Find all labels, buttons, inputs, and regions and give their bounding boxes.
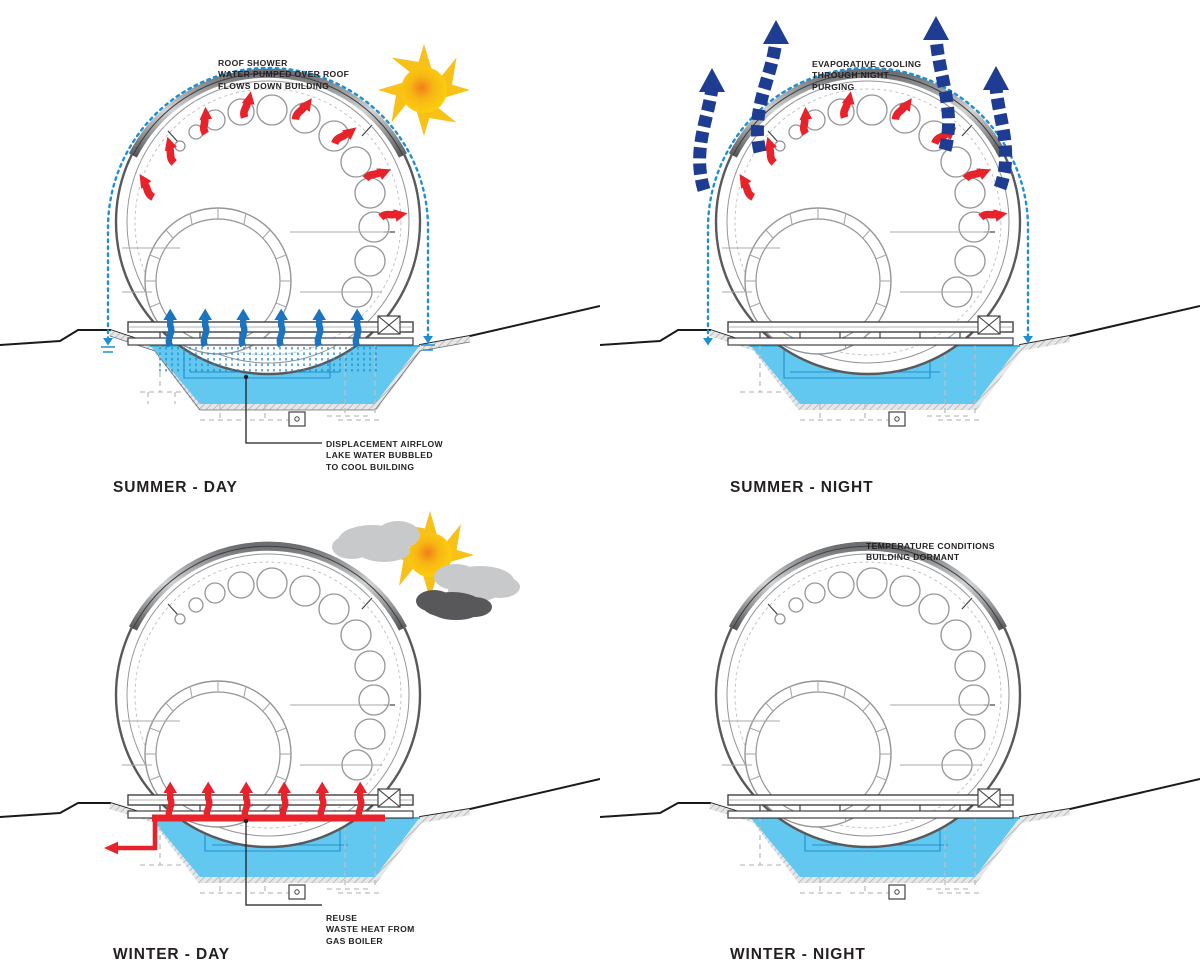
sun-icon — [378, 44, 470, 136]
night-purge-arrows — [693, 35, 1013, 192]
foundation-dashed-winter-night — [740, 817, 982, 894]
panel-summer-night — [600, 0, 1200, 486]
mechanical-box-summer-day — [288, 411, 306, 427]
panel-summer-day — [0, 0, 600, 486]
mechanical-box-summer-night — [888, 411, 906, 427]
callout-line2: THROUGH NIGHT — [812, 70, 890, 81]
foundation-dashed-summer-night — [740, 345, 982, 421]
callout-line3: GAS BOILER — [326, 935, 383, 946]
callout-temperature-conditions: TEMPERATURE CONDITIONS BUILDING DORMANT — [866, 541, 995, 564]
callout-line2: WASTE HEAT FROM — [326, 924, 415, 935]
mechanical-box-winter-night — [888, 884, 906, 900]
callout-line3: FLOWS DOWN BUILDING — [218, 80, 330, 91]
callout-line2: LAKE WATER BUBBLED — [326, 450, 433, 461]
callout-reuse-waste-heat: REUSE WASTE HEAT FROM GAS BOILER — [326, 913, 415, 947]
panel-title-summer-day: SUMMER - DAY — [113, 479, 238, 496]
floor-deck-summer-night — [727, 315, 1014, 346]
foundation-dashed-summer-day — [140, 345, 382, 421]
callout-line3: PURGING — [812, 81, 855, 92]
leader-displacement — [243, 374, 322, 444]
sun-behind-clouds-icon — [332, 511, 520, 620]
floor-deck-summer-day — [127, 315, 414, 346]
callout-heading: TEMPERATURE CONDITIONS — [866, 541, 995, 551]
callout-heading: ROOF SHOWER — [218, 58, 288, 68]
cloud-dark-icon — [416, 590, 492, 620]
panel-winter-day — [0, 487, 600, 973]
panel-title-winter-night: WINTER - NIGHT — [730, 946, 866, 963]
night-purge-arrowheads — [699, 16, 1009, 92]
cloud-light-front-icon — [434, 564, 520, 602]
shower-splash-marks — [101, 344, 435, 353]
sun-core-icon — [408, 533, 452, 577]
building-section-winter-day — [114, 541, 422, 849]
callout-heading: DISPLACEMENT AIRFLOW — [326, 439, 443, 449]
building-section-summer-day — [114, 68, 422, 376]
callout-evaporative-cooling: EVAPORATIVE COOLING THROUGH NIGHT PURGIN… — [812, 59, 921, 93]
shower-drop-left — [703, 338, 713, 346]
callout-heading: REUSE — [326, 913, 358, 923]
cloud-light-back-icon — [332, 521, 420, 562]
panel-title-winter-day: WINTER - DAY — [113, 946, 231, 963]
mechanical-box-winter-day — [288, 884, 306, 900]
callout-displacement-airflow: DISPLACEMENT AIRFLOW LAKE WATER BUBBLED … — [326, 439, 443, 473]
foundation-dashed-winter-day — [140, 817, 382, 894]
floor-deck-winter-night — [727, 788, 1014, 819]
panel-winter-night — [600, 487, 1200, 973]
callout-line2: WATER PUMPED OVER ROOF — [218, 69, 350, 80]
shower-drop-left — [103, 338, 113, 346]
callout-line2: BUILDING DORMANT — [866, 552, 960, 563]
callout-heading: EVAPORATIVE COOLING — [812, 59, 922, 69]
building-section-winter-night — [714, 541, 1022, 849]
callout-line3: TO COOL BUILDING — [326, 461, 415, 472]
callout-roof-shower: ROOF SHOWER WATER PUMPED OVER ROOF FLOWS… — [218, 58, 349, 92]
roof-shower-arc-summer-day — [106, 66, 430, 342]
heating-main-winter-day — [104, 814, 385, 855]
leader-reuse — [243, 818, 322, 906]
panel-title-summer-night: SUMMER - NIGHT — [730, 479, 874, 496]
bubbler-columns-summer-day — [159, 347, 377, 372]
roof-shower-arc-summer-night — [706, 66, 1030, 342]
